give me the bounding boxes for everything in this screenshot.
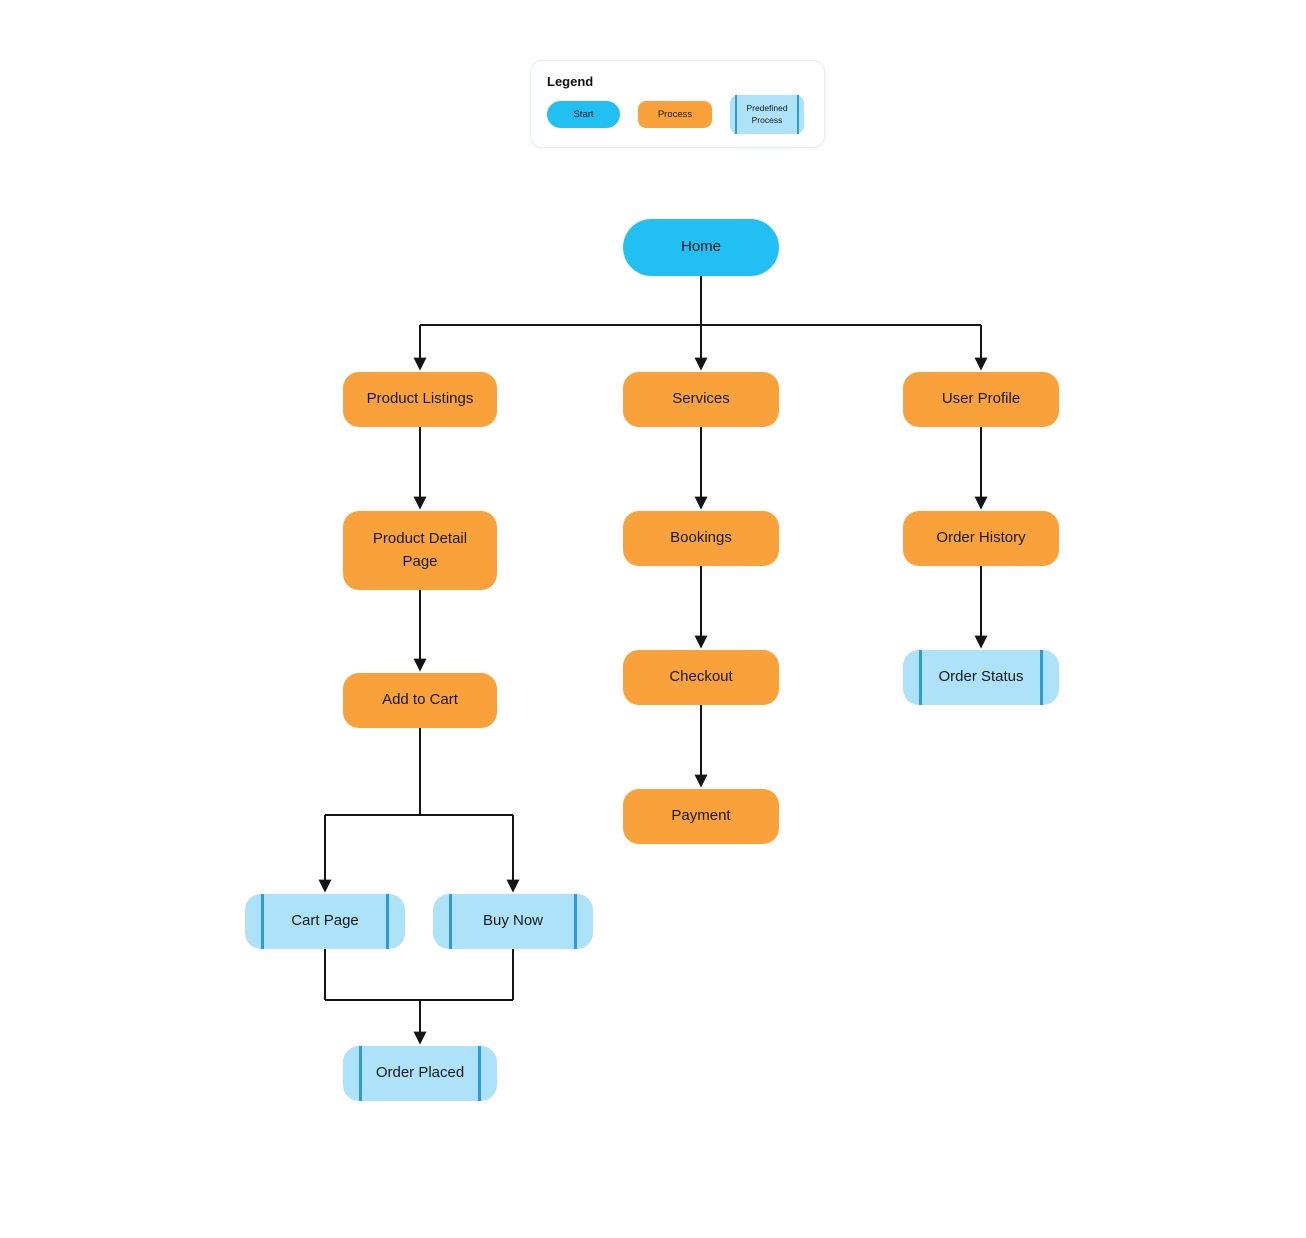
node-add-to-cart: Add to Cart [343,673,497,728]
node-home-label: Home [680,238,721,256]
legend-item-start: Start [547,101,620,128]
node-order-history: Order History [903,511,1059,566]
node-user-profile-label: User Profile [941,390,1021,408]
node-product-detail-page: Product Detail Page [343,511,497,590]
legend-item-predefined-process-label: Predefined Process [746,103,788,125]
node-cart-page-label: Cart Page [291,912,359,930]
node-services-label: Services [672,390,730,408]
legend-card: Legend Start Process Predefined Process [530,60,825,148]
node-order-placed: Order Placed [343,1046,497,1101]
legend-item-start-label: Start [573,109,594,120]
node-bookings: Bookings [623,511,779,566]
node-services: Services [623,372,779,427]
legend-item-process-label: Process [657,109,693,120]
node-product-detail-page-label: Product Detail Page [372,530,468,570]
node-buy-now-label: Buy Now [482,912,544,930]
node-payment: Payment [623,789,779,844]
node-order-status: Order Status [903,650,1059,705]
node-cart-page: Cart Page [245,894,405,949]
node-checkout: Checkout [623,650,779,705]
node-order-status-label: Order Status [938,668,1024,686]
node-order-history-label: Order History [936,529,1026,547]
node-product-listings: Product Listings [343,372,497,427]
node-add-to-cart-label: Add to Cart [382,691,458,709]
node-user-profile: User Profile [903,372,1059,427]
node-bookings-label: Bookings [670,529,732,547]
node-product-listings-label: Product Listings [366,390,474,408]
legend-item-predefined-process: Predefined Process [730,95,804,134]
node-order-placed-label: Order Placed [375,1064,465,1082]
node-payment-label: Payment [671,807,731,825]
legend-item-process: Process [638,101,712,128]
node-home: Home [623,219,779,276]
node-buy-now: Buy Now [433,894,593,949]
legend-title: Legend [547,74,594,89]
node-checkout-label: Checkout [669,668,733,686]
